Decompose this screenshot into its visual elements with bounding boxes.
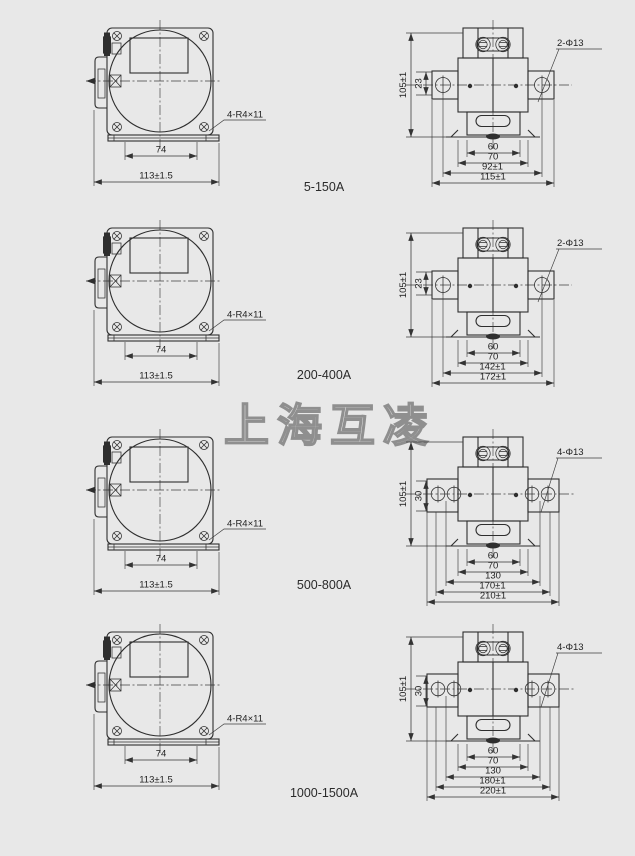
dim-flange-offset: 30: [414, 686, 425, 697]
dim-flange-offset: 23: [414, 278, 425, 289]
dim-base-width: 74: [156, 554, 167, 565]
row-label: 1000-1500A: [290, 786, 359, 800]
dim-flange-offset: 30: [414, 491, 425, 502]
dim-bottom-3: 92±1: [482, 162, 503, 173]
corner-callout: 4-R4×11: [227, 110, 263, 121]
corner-callout: 4-R4×11: [227, 519, 263, 530]
corner-callout: 4-R4×11: [227, 714, 263, 725]
row-label: 500-800A: [297, 578, 352, 592]
dim-flange-offset: 23: [414, 78, 425, 89]
corner-callout: 4-R4×11: [227, 310, 263, 321]
hole-callout: 2-Φ13: [557, 38, 584, 49]
front-view: [86, 220, 266, 386]
drawing-row-2: 74 113±1.5 4-R4×11 105±1 23 60 70 142±1 …: [86, 220, 602, 387]
dim-bottom-5: 220±1: [480, 786, 506, 797]
dim-bottom-4: 180±1: [479, 776, 505, 787]
dim-overall-height: 105±1: [398, 481, 409, 507]
dim-bottom-3: 130: [485, 571, 501, 582]
dim-base-width: 74: [156, 345, 167, 356]
drawing-row-4: 74 113±1.5 4-R4×11 105±1 30 60 70 130 18…: [86, 624, 602, 801]
hole-callout: 4-Φ13: [557, 642, 584, 653]
row-label: 5-150A: [304, 180, 345, 194]
dim-overall-width: 113±1.5: [139, 775, 173, 786]
dim-bottom-2: 70: [488, 352, 499, 363]
dim-base-width: 74: [156, 145, 167, 156]
dim-overall-width: 113±1.5: [139, 171, 173, 182]
drawing-row-1: 74 113±1.5 4-R4×11 105±1 23 60 70 92±1 1…: [86, 20, 602, 194]
watermark-text: 上海互凌: [224, 400, 436, 451]
dim-bottom-1: 60: [488, 342, 499, 353]
dim-bottom-2: 70: [488, 756, 499, 767]
dim-base-width: 74: [156, 749, 167, 760]
hole-callout: 2-Φ13: [557, 238, 584, 249]
front-view: [86, 624, 266, 790]
dim-bottom-2: 70: [488, 152, 499, 163]
front-view: [86, 429, 266, 595]
dim-bottom-5: 210±1: [480, 591, 506, 602]
dim-overall-width: 113±1.5: [139, 580, 173, 591]
dim-overall-height: 105±1: [398, 676, 409, 702]
dim-bottom-2: 70: [488, 561, 499, 572]
drawing-row-3: 74 113±1.5 4-R4×11 105±1 30 60 70 130 17…: [86, 429, 602, 606]
dim-bottom-4: 115±1: [480, 172, 506, 183]
dim-bottom-3: 142±1: [479, 362, 505, 373]
dim-overall-height: 105±1: [398, 272, 409, 298]
dim-bottom-4: 172±1: [480, 372, 506, 383]
dim-bottom-3: 130: [485, 766, 501, 777]
dim-bottom-1: 60: [488, 746, 499, 757]
dim-overall-height: 105±1: [398, 72, 409, 98]
row-label: 200-400A: [297, 368, 352, 382]
front-view: [86, 20, 266, 186]
dim-bottom-1: 60: [488, 142, 499, 153]
dim-bottom-4: 170±1: [479, 581, 505, 592]
dim-overall-width: 113±1.5: [139, 371, 173, 382]
dim-bottom-1: 60: [488, 551, 499, 562]
hole-callout: 4-Φ13: [557, 447, 584, 458]
